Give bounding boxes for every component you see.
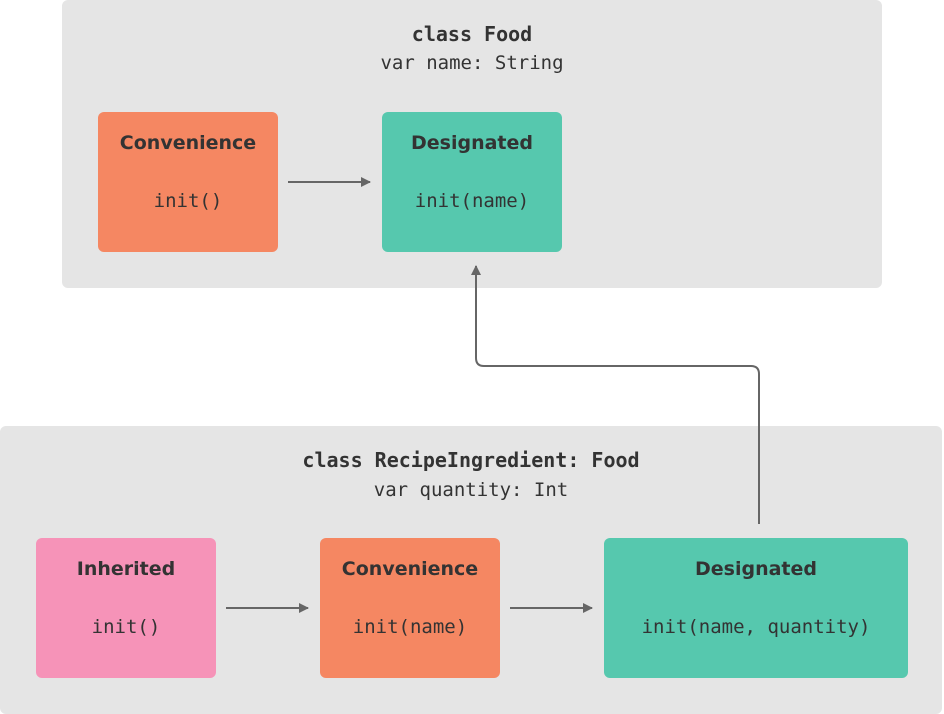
recipe-inherited-signature: init() bbox=[91, 616, 161, 638]
class-food-property: var name: String bbox=[380, 52, 564, 74]
food-convenience-kind-label: Convenience bbox=[119, 132, 257, 154]
class-recipe-ingredient-title: class RecipeIngredient: Food bbox=[302, 448, 640, 472]
food-designated-signature: init(name) bbox=[414, 190, 530, 212]
recipe-designated-kind-label: Designated bbox=[695, 558, 817, 580]
class-recipe-ingredient-property: var quantity: Int bbox=[373, 479, 569, 501]
recipe-convenience-kind-label: Convenience bbox=[341, 558, 479, 580]
recipe-convenience-signature: init(name) bbox=[352, 616, 468, 638]
food-convenience-signature: init() bbox=[153, 190, 223, 212]
food-convenience-init-box: Convenience init() bbox=[98, 112, 278, 252]
recipe-designated-init-box: Designated init(name, quantity) bbox=[604, 538, 908, 678]
food-designated-kind-label: Designated bbox=[411, 132, 533, 154]
recipe-convenience-init-box: Convenience init(name) bbox=[320, 538, 500, 678]
recipe-inherited-init-box: Inherited init() bbox=[36, 538, 216, 678]
class-food-title: class Food bbox=[411, 22, 533, 46]
food-designated-init-box: Designated init(name) bbox=[382, 112, 562, 252]
arrow-recipe-designated-to-food-designated bbox=[471, 265, 760, 524]
recipe-inherited-kind-label: Inherited bbox=[76, 558, 176, 580]
recipe-designated-signature: init(name, quantity) bbox=[641, 616, 871, 638]
